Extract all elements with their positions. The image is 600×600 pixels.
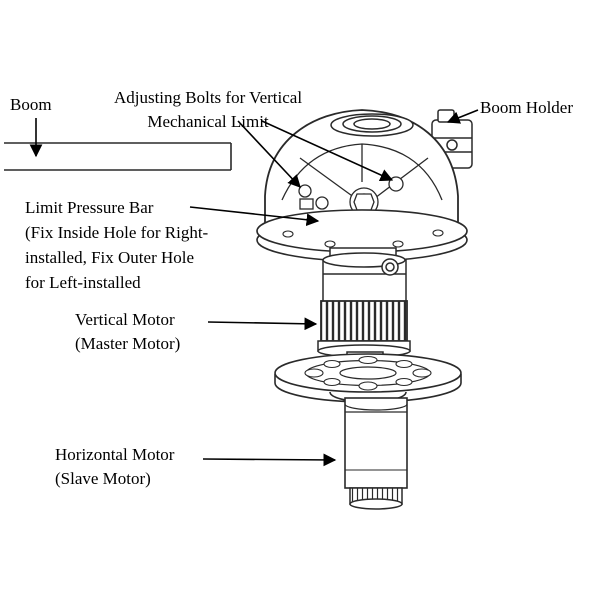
label-limit-pressure-bar: Limit Pressure Bar (Fix Inside Hole for …	[25, 195, 208, 295]
label-limit-pressure-bar-line4: for Left-installed	[25, 273, 141, 292]
leader-arrow-limit-pressure-bar	[189, 206, 320, 227]
leader-arrow-boom-holder	[446, 109, 479, 124]
label-boom-text: Boom	[10, 95, 52, 114]
vertical-motor-body	[322, 247, 407, 303]
leader-arrow-vertical-motor	[207, 317, 318, 331]
dome-top-cap	[330, 113, 414, 137]
horizontal-motor-cap	[349, 487, 403, 510]
label-vertical-motor-line2: (Master Motor)	[75, 334, 181, 353]
label-adjusting-bolts: Adjusting Bolts for Vertical Mechanical …	[88, 86, 328, 134]
boom-bar	[4, 142, 232, 171]
label-limit-pressure-bar-line1: Limit Pressure Bar	[25, 198, 154, 217]
horizontal-motor-body	[344, 397, 408, 489]
label-horizontal-motor: Horizontal Motor (Slave Motor)	[55, 443, 174, 491]
label-vertical-motor: Vertical Motor (Master Motor)	[75, 308, 180, 356]
label-horizontal-motor-line1: Horizontal Motor	[55, 445, 175, 464]
label-boom-holder-text: Boom Holder	[480, 98, 574, 117]
vertical-motor-ribs	[320, 300, 408, 342]
leader-arrow-adjusting-bolt-left	[237, 120, 301, 188]
label-adjusting-bolts-line2: Mechanical Limit	[147, 112, 269, 131]
leader-arrow-horizontal-motor	[202, 453, 337, 467]
label-vertical-motor-line1: Vertical Motor	[75, 310, 175, 329]
leader-arrow-adjusting-bolt-right	[261, 120, 394, 182]
label-adjusting-bolts-line1: Adjusting Bolts for Vertical	[113, 88, 303, 107]
label-horizontal-motor-line2: (Slave Motor)	[55, 469, 151, 488]
label-limit-pressure-bar-line3: installed, Fix Outer Hole	[25, 248, 195, 267]
disc-plate	[274, 353, 462, 403]
label-boom-holder: Boom Holder	[480, 96, 573, 120]
label-boom: Boom	[10, 93, 52, 117]
label-limit-pressure-bar-line2: (Fix Inside Hole for Right-	[25, 223, 209, 242]
